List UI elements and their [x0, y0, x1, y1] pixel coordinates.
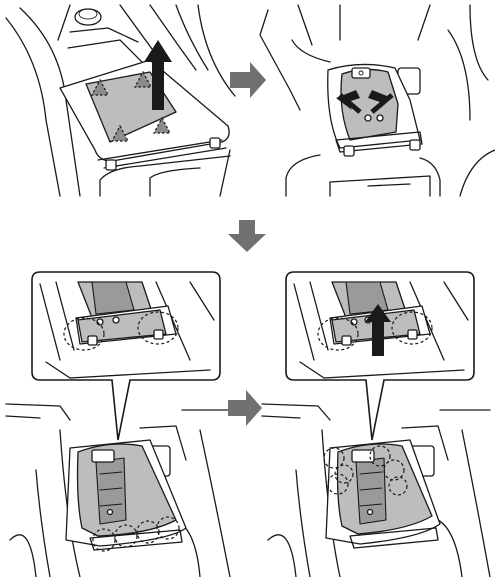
- flow-arrow-right-icon: [228, 390, 262, 426]
- step-3-panel: [6, 272, 230, 577]
- step-4-panel: [262, 272, 490, 577]
- flow-arrow-down-icon: [228, 220, 266, 252]
- step-2-panel: [260, 5, 495, 196]
- knob-icon: [75, 9, 101, 25]
- flow-arrow-right-icon: [230, 62, 266, 98]
- step-1-panel: [6, 5, 235, 196]
